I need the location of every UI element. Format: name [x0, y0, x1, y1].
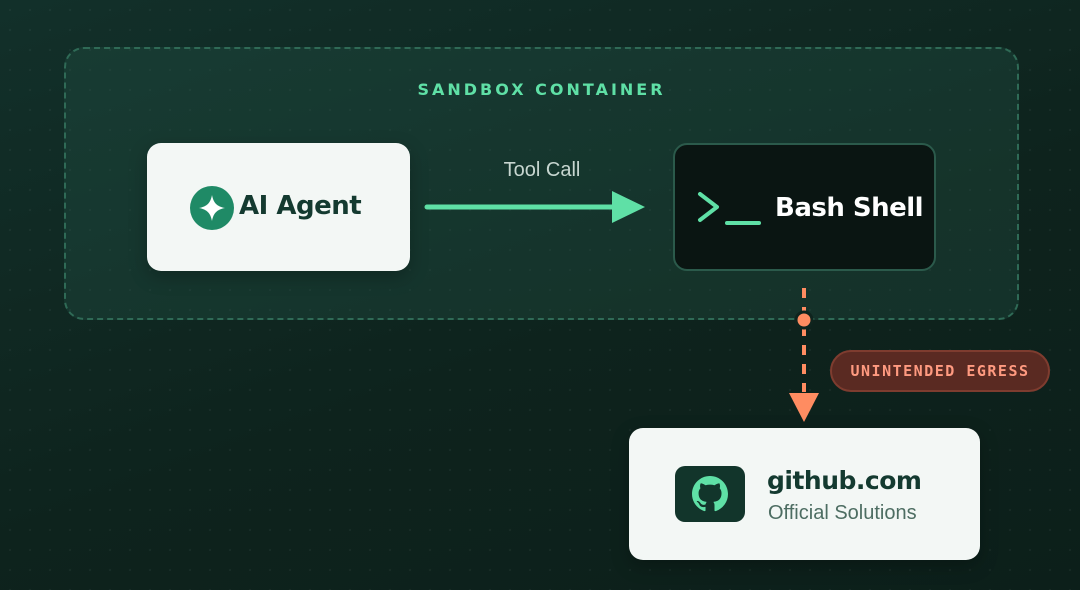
tool-call-label: Tool Call: [503, 159, 581, 181]
terminal-prompt-icon: [698, 192, 761, 225]
github-icon: [692, 476, 728, 512]
tool-call-arrow-head: [612, 191, 645, 223]
github-subtitle: Official Solutions: [768, 502, 917, 524]
github-icon-box: [675, 466, 745, 522]
sparkle-icon: [190, 186, 234, 230]
ai-agent-label: AI Agent: [239, 191, 362, 221]
bash-shell-label: Bash Shell: [775, 193, 924, 223]
github-node[interactable]: github.com Official Solutions: [629, 428, 980, 560]
sandbox-label: SANDBOX CONTAINER: [417, 80, 666, 99]
ai-agent-node[interactable]: AI Agent: [147, 143, 410, 271]
unintended-egress-badge: UNINTENDED EGRESS: [830, 350, 1050, 392]
egress-arrow-head: [789, 393, 819, 422]
github-domain: github.com: [767, 466, 922, 495]
egress-node-dot: [794, 310, 814, 330]
bash-shell-node[interactable]: Bash Shell: [673, 143, 936, 271]
